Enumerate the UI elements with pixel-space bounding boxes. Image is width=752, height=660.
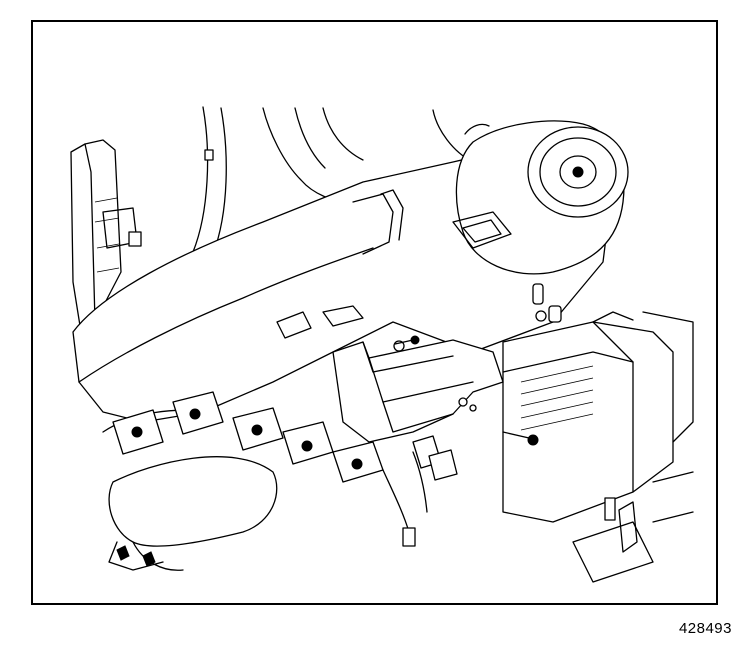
illustration-frame xyxy=(31,20,718,605)
steering-column-illustration xyxy=(70,106,694,583)
figure-number: 428493 xyxy=(678,620,732,637)
ignition-housing xyxy=(452,120,629,323)
right-console xyxy=(502,311,694,583)
lower-column-tube xyxy=(108,456,278,571)
wiring-harness xyxy=(102,391,458,547)
bracket-assembly xyxy=(276,305,504,443)
fasteners xyxy=(394,310,547,446)
